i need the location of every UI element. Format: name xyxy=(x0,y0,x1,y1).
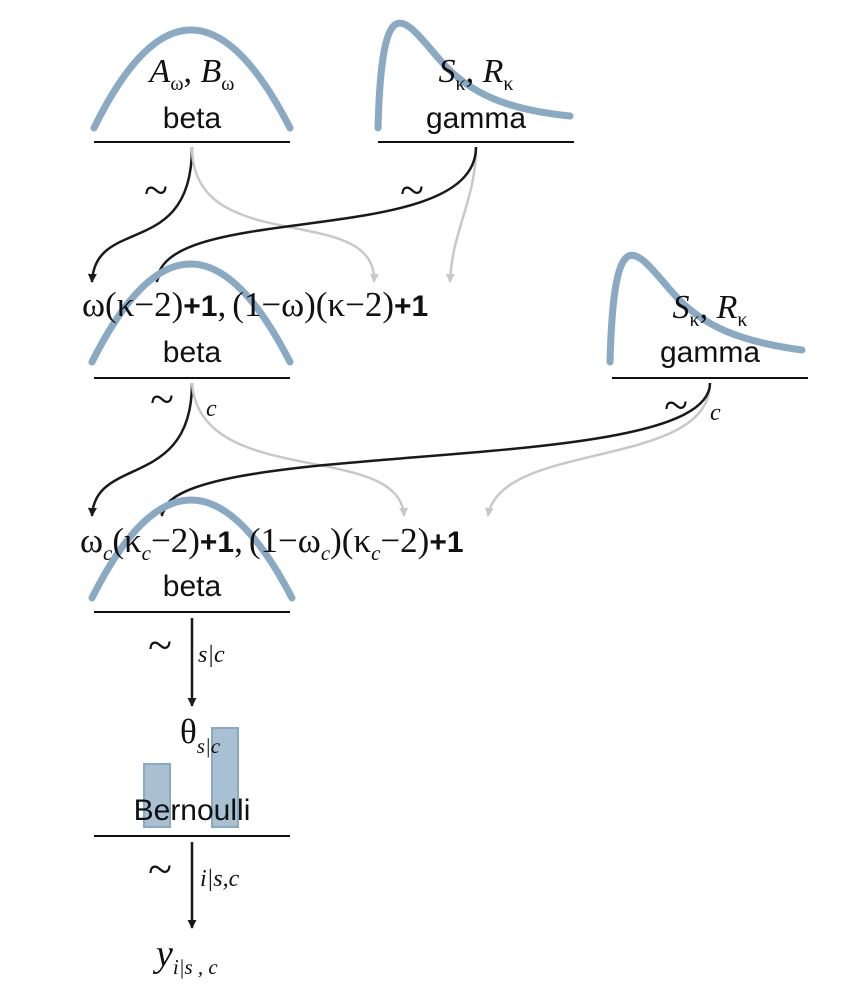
low-beta-label: beta xyxy=(163,570,222,603)
arrow-midbeta-to-one-minus-omega-c xyxy=(190,382,409,517)
beta-curve-icon xyxy=(90,26,294,132)
arrow-beta-to-omega xyxy=(87,146,194,283)
tilde-right-gamma: ~ xyxy=(664,381,688,430)
theta-label: θs|c xyxy=(180,712,221,758)
bernoulli-bar-zero xyxy=(143,763,171,828)
top-beta-label: beta xyxy=(163,102,222,135)
arrow-midbeta-to-omega-c xyxy=(87,382,194,517)
gamma-curve-icon xyxy=(606,251,806,366)
mid-beta-node: ω(κ−2)+1,(1−ω)(κ−2)+1 beta xyxy=(82,260,428,379)
gamma-curve-icon xyxy=(374,19,574,132)
mid-beta-formula: ω(κ−2)+1,(1−ω)(κ−2)+1 xyxy=(82,285,428,324)
low-beta-formula: ωc(κc−2)+1,(1−ωc)(κc−2)+1 xyxy=(80,521,464,565)
bernoulli-label: Bernoulli xyxy=(134,794,251,827)
arrow-gamma-to-kappa-light xyxy=(445,146,478,283)
top-beta-params: Aω, Bω xyxy=(148,53,235,95)
mid-beta-index: c xyxy=(206,396,217,422)
right-gamma-index: c xyxy=(710,400,721,426)
bernoulli-node: θs|c Bernoulli xyxy=(94,712,290,837)
arrow-gamma-to-kappa-c xyxy=(157,382,712,517)
bernoulli-index: i|s,c xyxy=(200,866,240,892)
top-gamma-params: Sκ, Rκ xyxy=(439,53,514,95)
arrow-beta-to-one-minus-omega xyxy=(190,146,379,283)
tilde-mid-beta: ~ xyxy=(150,375,174,424)
beta-curve-icon xyxy=(88,260,294,366)
top-gamma-label: gamma xyxy=(426,102,526,135)
low-beta-index: s|c xyxy=(198,642,225,668)
right-gamma-label: gamma xyxy=(660,336,760,369)
top-gamma-node: Sκ, Rκ gamma xyxy=(374,19,574,143)
arrow-gamma-to-kappa xyxy=(152,146,478,283)
right-gamma-params: Sκ, Rκ xyxy=(673,289,748,331)
right-gamma-node: Sκ, Rκ gamma xyxy=(606,251,808,379)
tilde-bernoulli: ~ xyxy=(148,845,172,894)
y-label: yi|s , c xyxy=(152,933,218,979)
top-beta-node: Aω, Bω beta xyxy=(90,26,294,143)
beta-curve-icon xyxy=(88,496,296,602)
bernoulli-bar-one xyxy=(211,727,239,828)
tilde-top-beta: ~ xyxy=(144,166,168,215)
mid-beta-label: beta xyxy=(163,336,222,369)
tilde-low-beta: ~ xyxy=(148,621,172,670)
low-beta-node: ωc(κc−2)+1,(1−ωc)(κc−2)+1 beta xyxy=(80,496,464,613)
arrow-gamma-to-kappa-c-light xyxy=(484,382,712,517)
